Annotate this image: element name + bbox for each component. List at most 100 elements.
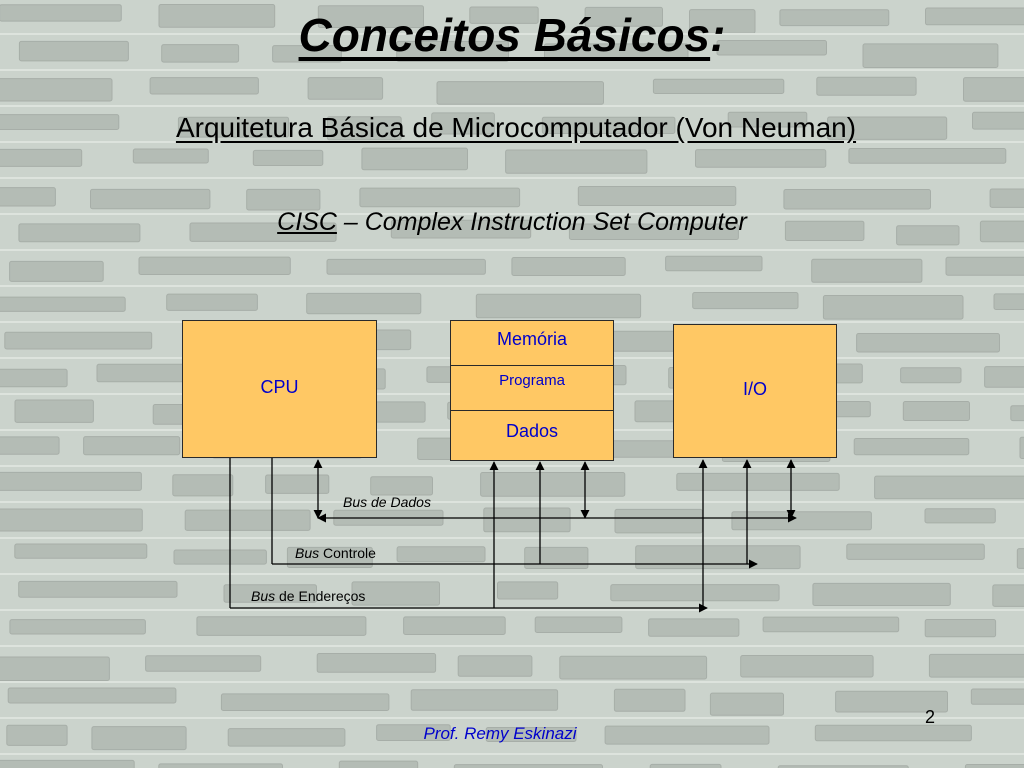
circuit-chip	[963, 77, 1024, 102]
circuit-chip	[18, 40, 129, 62]
circuit-chip	[1010, 405, 1024, 422]
circuit-chip	[993, 293, 1024, 310]
circuit-chip	[158, 4, 276, 28]
circuit-chip	[138, 256, 291, 276]
circuit-chip	[18, 580, 178, 598]
circuit-chip	[740, 655, 874, 678]
circuit-chip	[196, 616, 367, 636]
circuit-chip	[577, 186, 737, 206]
circuit-chip	[396, 546, 486, 563]
circuit-chip	[326, 116, 402, 141]
circuit-chip	[370, 476, 434, 496]
circuit-chip	[0, 436, 60, 455]
circuit-chip	[822, 295, 964, 320]
circuit-chip	[0, 114, 120, 130]
address-bus-prefix: Bus	[251, 588, 276, 604]
circuit-chip	[306, 292, 422, 315]
circuit-chip	[184, 509, 311, 531]
circuit-chip	[0, 471, 142, 491]
circuit-chip	[457, 655, 533, 677]
circuit-chip	[779, 9, 890, 27]
circuit-chip	[149, 77, 259, 95]
program-label: Programa	[499, 372, 565, 389]
footer-author: Prof. Remy Eskinazi	[423, 724, 577, 743]
circuit-chip	[338, 760, 419, 768]
circuit-chip	[376, 724, 451, 742]
cisc-heading: CISC – Complex Instruction Set Computer	[0, 208, 1024, 237]
circuit-chip	[317, 5, 424, 28]
circuit-chip	[0, 508, 143, 532]
circuit-chip	[90, 188, 211, 210]
circuit-chip	[265, 474, 330, 494]
circuit-chip	[835, 690, 948, 713]
circuit-chip	[665, 255, 763, 272]
circuit-chip	[220, 693, 390, 712]
circuit-chip	[970, 688, 1024, 705]
program-section: Programa	[451, 365, 613, 411]
circuit-chip	[0, 656, 110, 681]
cisc-expansion: – Complex Instruction Set Computer	[336, 208, 747, 236]
circuit-chip	[189, 222, 337, 242]
circuit-chip	[900, 367, 962, 384]
circuit-chip	[695, 149, 827, 168]
circuit-chip	[762, 616, 900, 633]
circuit-chip	[18, 223, 141, 243]
io-box: I/O	[673, 324, 837, 458]
circuit-chip	[992, 584, 1024, 607]
slide-subtitle: Arquitetura Básica de Microcomputador (V…	[0, 112, 1024, 144]
data-section: Dados	[451, 410, 613, 461]
circuit-chip	[83, 436, 181, 456]
circuit-chip	[727, 111, 808, 128]
circuit-chip	[709, 692, 785, 716]
circuit-chip	[874, 475, 1024, 500]
circuit-chip	[534, 616, 623, 633]
circuit-chip	[497, 581, 559, 600]
circuit-chip	[972, 111, 1024, 130]
circuit-chip	[307, 77, 384, 100]
circuit-chip	[610, 584, 780, 602]
circuit-chip	[692, 292, 799, 310]
circuit-chip	[945, 256, 1024, 276]
cpu-label: CPU	[260, 377, 299, 397]
circuit-chip	[584, 6, 663, 27]
circuit-chip	[469, 6, 539, 24]
circuit-chip	[7, 687, 177, 704]
circuit-chip	[902, 401, 970, 421]
circuit-chip	[862, 43, 999, 69]
slide-title: Conceitos Básicos:	[0, 8, 1024, 62]
io-label: I/O	[742, 379, 767, 399]
slide-title-suffix: :	[710, 9, 726, 61]
circuit-chip	[989, 188, 1024, 208]
circuit-chip	[846, 543, 985, 560]
memory-box: Memória Programa Dados	[450, 320, 614, 461]
control-bus-prefix: Bus	[295, 545, 320, 561]
circuit-chip	[272, 45, 342, 63]
circuit-chip	[166, 293, 258, 311]
page-number: 2	[924, 707, 935, 727]
circuit-chip	[475, 293, 642, 319]
circuit-chip	[924, 508, 996, 524]
circuit-chip	[559, 655, 708, 680]
circuit-chip	[361, 147, 468, 171]
circuit-chip	[396, 40, 510, 62]
circuit-chip	[0, 759, 135, 768]
circuit-chip	[924, 619, 997, 638]
data-bus-text: Bus de Dados	[343, 494, 431, 510]
cpu-box: CPU	[182, 320, 377, 458]
circuit-chip	[1019, 436, 1024, 459]
circuit-chip	[979, 220, 1024, 243]
circuit-chip	[827, 116, 948, 140]
circuit-chip	[161, 44, 240, 63]
cisc-abbreviation: CISC	[277, 208, 337, 236]
circuit-chip	[177, 116, 290, 138]
circuit-chip	[316, 653, 437, 673]
circuit-chip	[613, 688, 686, 712]
circuit-chip	[6, 724, 68, 746]
circuit-chip	[485, 727, 577, 742]
circuit-chip	[568, 223, 739, 240]
circuit-chip	[252, 149, 324, 166]
circuit-chip	[783, 189, 932, 210]
circuit-chip	[0, 368, 68, 388]
circuit-chip	[403, 616, 506, 636]
circuit-chip	[604, 725, 770, 745]
